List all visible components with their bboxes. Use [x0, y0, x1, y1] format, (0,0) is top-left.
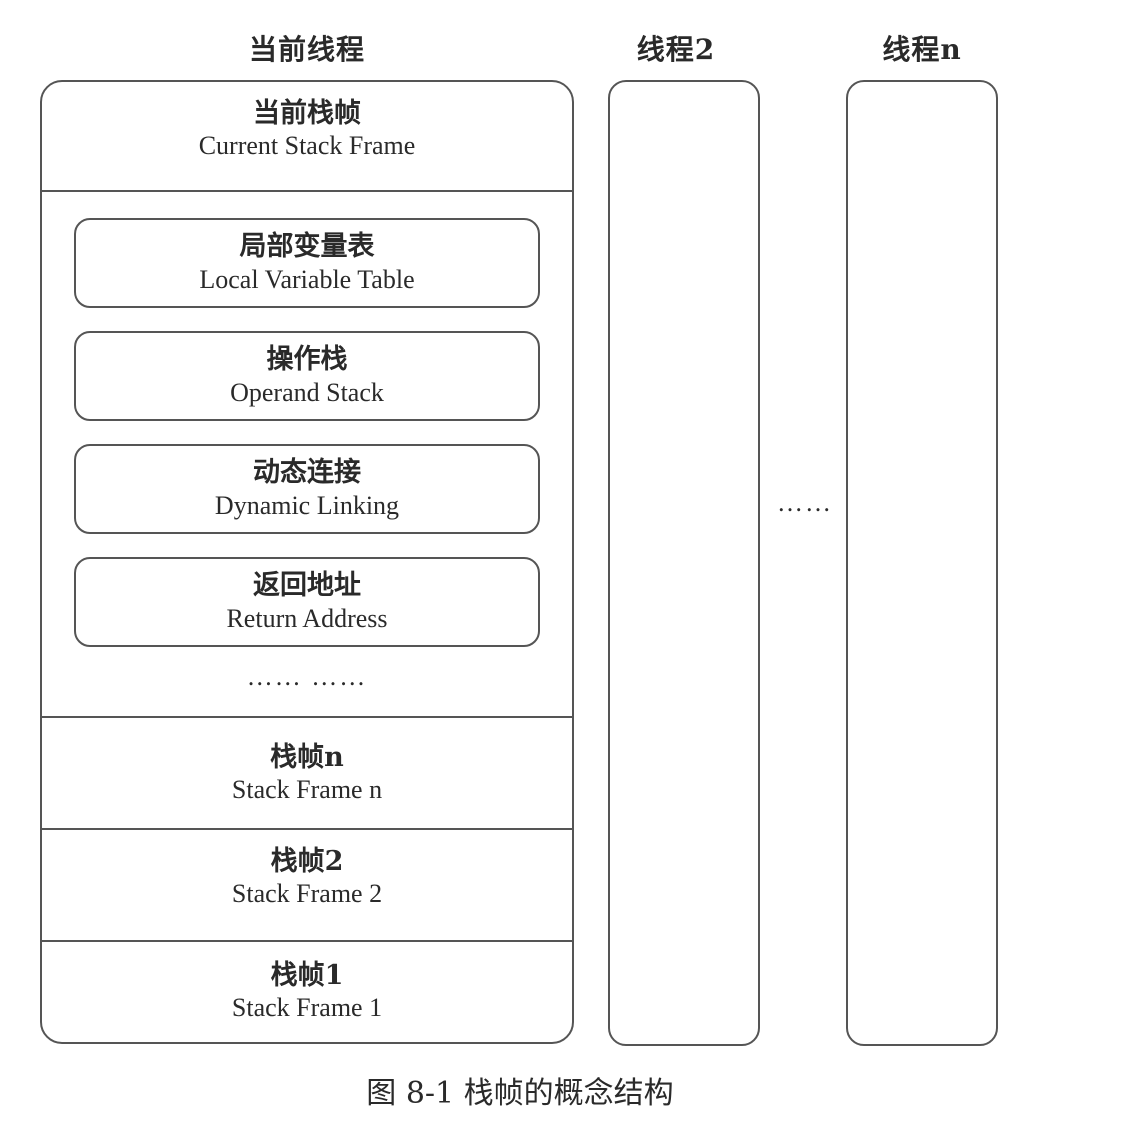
current-stack-frame-label: 当前栈帧 Current Stack Frame — [42, 98, 572, 162]
operand-stack-en: Operand Stack — [230, 377, 384, 407]
stack-frame-1-zh: 栈帧1 — [270, 960, 344, 991]
thread-2-title: 线程2 — [636, 33, 716, 66]
frames-divider-bottom — [42, 940, 572, 942]
return-address-box: 返回地址 Return Address — [74, 557, 540, 647]
local-variable-table-zh: 局部变量表 — [239, 231, 375, 263]
stack-frame-n-en: Stack Frame n — [231, 775, 383, 805]
stack-frame-2-en: Stack Frame 2 — [231, 879, 383, 909]
operand-stack-zh: 操作栈 — [266, 344, 348, 376]
current-stack-frame-zh: 当前栈帧 — [253, 98, 361, 129]
local-variable-table-box: 局部变量表 Local Variable Table — [74, 218, 540, 308]
inner-ellipsis: …… …… — [246, 662, 368, 691]
return-address-en: Return Address — [226, 603, 388, 633]
figure-caption: 图 8-1 栈帧的概念结构 — [366, 1076, 674, 1111]
stack-frame-n-zh: 栈帧n — [270, 742, 344, 773]
frames-divider-middle — [42, 828, 572, 830]
stack-frame-2-zh: 栈帧2 — [270, 846, 344, 877]
thread-n-title: 线程n — [882, 33, 962, 66]
return-address-zh: 返回地址 — [253, 570, 361, 602]
frames-divider-top — [42, 716, 572, 718]
stack-frame-n-label: 栈帧n Stack Frame n — [42, 742, 572, 806]
stack-frame-2-label: 栈帧2 Stack Frame 2 — [42, 846, 572, 910]
local-variable-table-en: Local Variable Table — [199, 264, 415, 294]
operand-stack-box: 操作栈 Operand Stack — [74, 331, 540, 421]
current-stack-frame-en: Current Stack Frame — [198, 131, 416, 161]
current-thread-box: 当前栈帧 Current Stack Frame 局部变量表 Local Var… — [40, 80, 574, 1044]
current-thread-title: 当前线程 — [248, 33, 365, 66]
stack-frame-1-label: 栈帧1 Stack Frame 1 — [42, 960, 572, 1024]
thread-n-box — [846, 80, 998, 1046]
dynamic-linking-box: 动态连接 Dynamic Linking — [74, 444, 540, 534]
thread-2-box — [608, 80, 760, 1046]
current-frame-divider — [42, 190, 572, 192]
dynamic-linking-zh: 动态连接 — [253, 457, 361, 489]
between-threads-ellipsis: …… — [777, 488, 833, 517]
dynamic-linking-en: Dynamic Linking — [214, 490, 400, 520]
stack-frame-1-en: Stack Frame 1 — [231, 993, 383, 1023]
